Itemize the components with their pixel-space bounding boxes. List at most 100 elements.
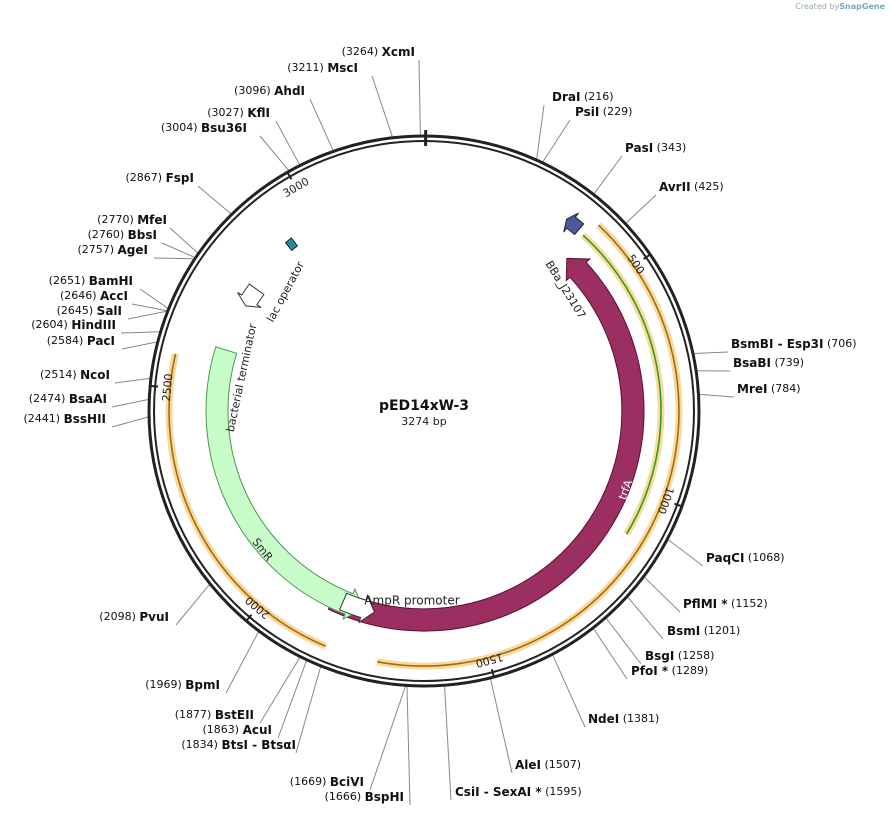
site-position: (3027): [207, 106, 247, 119]
restriction-site-label[interactable]: (1863) AcuI: [203, 723, 273, 737]
site-leader-line: [175, 584, 210, 626]
restriction-site-label[interactable]: BsmI (1201): [667, 624, 740, 638]
site-leader-line: [552, 654, 586, 728]
restriction-site-label[interactable]: (1834) BtsI - BtsαI: [181, 738, 296, 752]
restriction-site-label[interactable]: (2098) PvuI: [99, 610, 169, 624]
site-position: (1381): [619, 712, 659, 725]
credit-brand: SnapGene: [839, 2, 885, 11]
site-enzyme: PvuI: [139, 610, 169, 624]
restriction-site-label[interactable]: BsmBI - Esp3I (706): [731, 337, 857, 351]
site-enzyme: BsaBI: [733, 356, 771, 370]
restriction-site-label[interactable]: (3211) MscI: [287, 61, 358, 75]
site-position: (2441): [24, 412, 64, 425]
site-leader-line: [418, 59, 421, 136]
restriction-site-label[interactable]: (2770) MfeI: [97, 213, 167, 227]
site-position: (229): [599, 105, 632, 118]
site-position: (343): [653, 141, 686, 154]
primer-line: [377, 224, 680, 667]
restriction-site-label[interactable]: (3264) XcmI: [342, 45, 415, 59]
site-position: (1834): [181, 738, 221, 751]
restriction-site-label[interactable]: (2646) AccI: [60, 289, 128, 303]
restriction-site-label[interactable]: (3027) KflI: [207, 106, 270, 120]
restriction-site-label[interactable]: (2760) BbsI: [88, 228, 157, 242]
site-enzyme: BsmBI - Esp3I: [731, 337, 823, 351]
site-leader-line: [169, 227, 199, 254]
site-position: (2757): [77, 243, 117, 256]
restriction-site-label[interactable]: AleI (1507): [515, 758, 581, 772]
restriction-site-label[interactable]: NdeI (1381): [588, 712, 659, 726]
restriction-site-label[interactable]: PflMI * (1152): [683, 597, 768, 611]
site-leader-line: [693, 351, 729, 354]
site-leader-line: [536, 104, 545, 160]
restriction-site-label[interactable]: (2474) BsaAI: [29, 392, 107, 406]
restriction-site-label[interactable]: BsgI (1258): [645, 649, 714, 663]
restriction-site-label[interactable]: (1666) BspHI: [325, 790, 404, 804]
restriction-site-label[interactable]: BsaBI (739): [733, 356, 804, 370]
site-leader-line: [114, 377, 150, 384]
restriction-site-label[interactable]: PasI (343): [625, 141, 686, 155]
tick-mark: [490, 668, 495, 677]
restriction-site-label[interactable]: (1969) BpmI: [145, 678, 220, 692]
site-position: (2645): [57, 304, 97, 317]
site-enzyme: BsmI: [667, 624, 700, 638]
restriction-site-label[interactable]: PsiI (229): [575, 105, 632, 119]
site-position: (3004): [161, 121, 201, 134]
site-position: (1669): [290, 775, 330, 788]
site-position: (1201): [700, 624, 740, 637]
site-leader-line: [197, 185, 232, 215]
plasmid-name: pED14xW-3: [379, 398, 469, 414]
site-leader-line: [127, 310, 167, 320]
restriction-site-label[interactable]: DraI (216): [552, 90, 614, 104]
site-leader-line: [371, 75, 393, 137]
restriction-site-label[interactable]: (1877) BstEII: [175, 708, 254, 722]
site-position: (1152): [728, 597, 768, 610]
restriction-site-label[interactable]: CsiI - SexAI * (1595): [455, 785, 582, 799]
tick-mark: [151, 384, 159, 388]
site-enzyme: AhdI: [274, 84, 305, 98]
site-position: (2098): [99, 610, 139, 623]
site-enzyme: PaqCI: [706, 551, 744, 565]
tick-mark: [643, 254, 650, 260]
tick-label: 1000: [655, 485, 677, 516]
site-enzyme: BsaAI: [69, 392, 107, 406]
restriction-site-label[interactable]: (2514) NcoI: [40, 368, 110, 382]
site-enzyme: BsgI: [645, 649, 674, 663]
tick-mark: [246, 614, 253, 621]
site-position: (216): [580, 90, 613, 103]
site-enzyme: SalI: [97, 304, 122, 318]
site-leader-line: [309, 98, 334, 151]
site-position: (1068): [744, 551, 784, 564]
restriction-site-label[interactable]: MreI (784): [737, 382, 801, 396]
restriction-site-label[interactable]: PfoI * (1289): [631, 664, 708, 678]
site-position: (706): [823, 337, 856, 350]
site-enzyme: DraI: [552, 90, 580, 104]
site-enzyme: BstEII: [215, 708, 254, 722]
restriction-site-label[interactable]: PaqCI (1068): [706, 551, 785, 565]
site-enzyme: AcuI: [243, 723, 272, 737]
credit-prefix: Created by: [795, 2, 840, 11]
restriction-site-label[interactable]: (3096) AhdI: [234, 84, 305, 98]
restriction-site-label[interactable]: (1669) BciVI: [290, 775, 364, 789]
restriction-site-label[interactable]: (2584) PacI: [47, 334, 115, 348]
restriction-site-label[interactable]: (2441) BssHII: [24, 412, 106, 426]
restriction-site-label[interactable]: (2645) SalI: [57, 304, 122, 318]
site-enzyme: NdeI: [588, 712, 619, 726]
restriction-site-label[interactable]: (3004) Bsu36I: [161, 121, 247, 135]
site-enzyme: CsiI - SexAI *: [455, 785, 542, 799]
restriction-site-label[interactable]: (2604) HindIII: [31, 318, 116, 332]
site-position: (1507): [541, 758, 581, 771]
site-enzyme: KflI: [247, 106, 270, 120]
primer-line: [168, 353, 327, 648]
tick-mark: [287, 172, 293, 180]
feature-lac-operator: [284, 237, 299, 252]
site-leader-line: [644, 576, 681, 613]
site-leaders: [111, 59, 735, 806]
site-position: (2584): [47, 334, 87, 347]
feature-bba-j23107: [563, 212, 585, 236]
site-leader-line: [111, 416, 149, 428]
restriction-site-label[interactable]: AvrII (425): [659, 180, 724, 194]
restriction-site-label[interactable]: (2867) FspI: [126, 171, 194, 185]
restriction-site-label[interactable]: (2757) AgeI: [77, 243, 148, 257]
restriction-site-label[interactable]: (2651) BamHI: [49, 274, 133, 288]
